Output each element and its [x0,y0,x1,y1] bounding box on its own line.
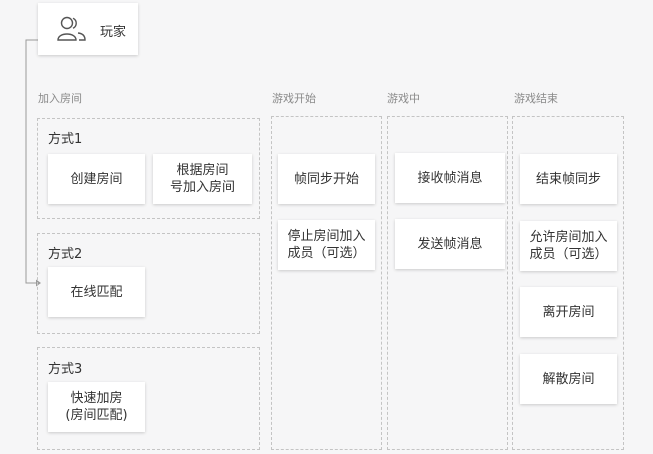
section-join-room: 加入房间 [38,92,82,105]
section-in-game: 游戏中 [387,92,420,105]
receive-frame-message-card: 接收帧消息 [395,153,505,203]
method-2-title: 方式2 [48,247,83,262]
dismiss-room-card: 解散房间 [520,354,617,404]
quick-join-room-card: 快速加房 (房间匹配) [48,382,145,432]
end-frame-sync-card: 结束帧同步 [520,154,617,204]
section-game-end: 游戏结束 [514,92,558,105]
frame-sync-start-card: 帧同步开始 [278,154,375,204]
player-node: 玩家 [38,3,138,55]
method-1-group [37,118,260,219]
game-start-column [271,116,382,450]
online-match-card: 在线匹配 [48,267,145,317]
section-game-start: 游戏开始 [272,92,316,105]
leave-room-card: 离开房间 [520,287,617,337]
method-1-title: 方式1 [48,132,83,147]
game-end-column [512,116,624,450]
join-by-room-id-card: 根据房间 号加入房间 [153,154,252,204]
stop-room-join-card: 停止房间加入 成员（可选） [278,220,375,270]
allow-room-join-card: 允许房间加入 成员（可选） [520,221,617,271]
in-game-column [387,116,508,450]
create-room-card: 创建房间 [48,154,145,204]
users-icon [57,16,86,41]
method-3-title: 方式3 [48,362,83,377]
method-2-group [37,233,260,334]
send-frame-message-card: 发送帧消息 [395,219,505,269]
method-3-group [37,347,260,450]
player-label: 玩家 [100,25,127,40]
